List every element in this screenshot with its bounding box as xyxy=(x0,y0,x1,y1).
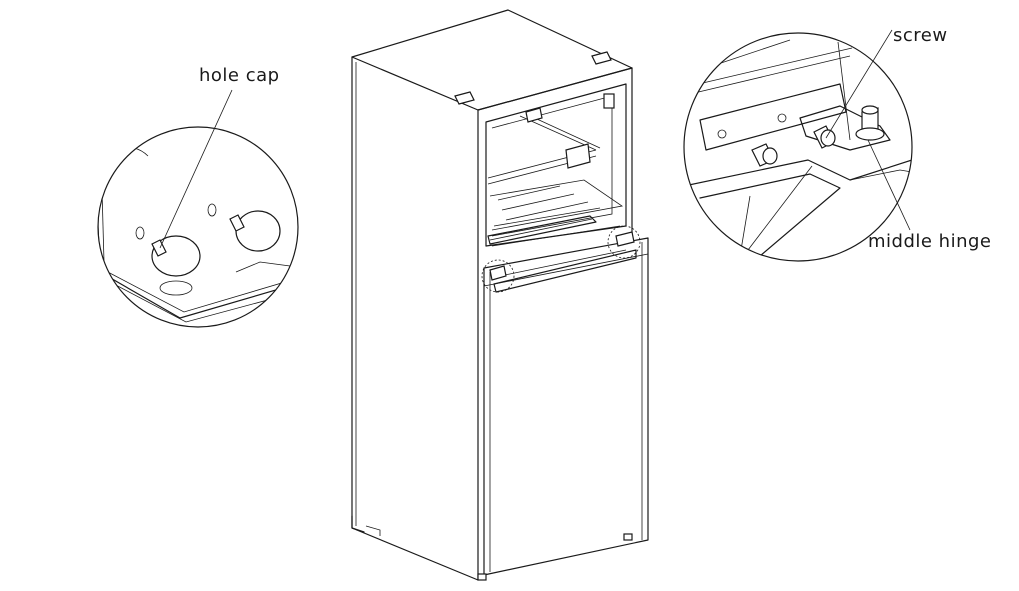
label-hole-cap: hole cap xyxy=(199,65,280,86)
refrigerator-drawing xyxy=(351,9,649,581)
hole-cap-detail xyxy=(97,89,299,328)
label-middle-hinge: middle hinge xyxy=(868,231,992,252)
middle-hinge-detail xyxy=(683,29,913,262)
label-screw: screw xyxy=(893,25,948,46)
